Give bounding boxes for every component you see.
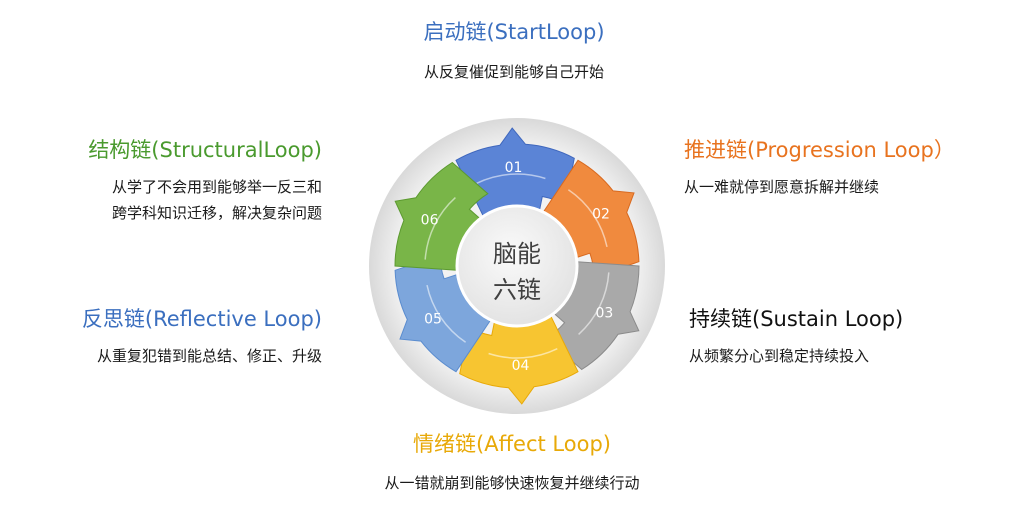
chain-title: 情绪链(Affect Loop) xyxy=(413,432,611,456)
center-label-line1: 脑能 xyxy=(493,240,541,268)
chain-desc: 从反复催促到能够自己开始 xyxy=(423,63,604,81)
chain-desc: 从一难就停到愿意拆解并继续 xyxy=(684,178,880,196)
chain-title: 结构链(StructuralLoop) xyxy=(88,138,322,162)
chain-desc: 从频繁分心到稳定持续投入 xyxy=(689,347,870,365)
segments-group: 01 02 03 04 05 06 xyxy=(394,127,640,405)
segment-number-06: 06 xyxy=(421,213,439,229)
segment-number-05: 05 xyxy=(424,312,442,328)
chain-title: 推进链(Progression Loop） xyxy=(684,138,955,162)
chain-progression: 推进链(Progression Loop） 从一难就停到愿意拆解并继续 xyxy=(684,136,955,200)
segment-number-04: 04 xyxy=(512,358,530,374)
center-label-line2: 六链 xyxy=(493,276,541,304)
chain-startloop: 启动链(StartLoop) 从反复催促到能够自己开始 xyxy=(364,18,664,85)
chain-desc: 跨学科知识迁移，解决复杂问题 xyxy=(111,204,322,222)
segment-04-highlight xyxy=(488,348,558,359)
chain-desc: 从一错就崩到能够快速恢复并继续行动 xyxy=(384,474,640,492)
segment-number-03: 03 xyxy=(595,306,613,322)
segment-06-highlight xyxy=(424,197,456,260)
segment-05-highlight xyxy=(426,284,467,343)
chain-title: 持续链(Sustain Loop) xyxy=(689,307,904,331)
chain-reflective: 反思链(Reflective Loop) 从重复犯错到能总结、修正、升级 xyxy=(20,305,322,369)
segment-number-01: 01 xyxy=(505,160,523,176)
chain-desc: 从学了不会用到能够举一反三和 xyxy=(111,178,322,196)
chain-structural: 结构链(StructuralLoop) 从学了不会用到能够举一反三和 跨学科知识… xyxy=(20,136,322,226)
chain-desc: 从重复犯错到能总结、修正、升级 xyxy=(96,347,322,365)
segment-number-02: 02 xyxy=(592,207,610,223)
segment-01-highlight xyxy=(476,173,546,184)
chain-affect: 情绪链(Affect Loop) 从一错就崩到能够快速恢复并继续行动 xyxy=(327,430,697,496)
segment-02-highlight xyxy=(567,189,608,248)
chain-title: 反思链(Reflective Loop) xyxy=(81,307,322,331)
chain-title: 启动链(StartLoop) xyxy=(423,20,605,44)
center-hub xyxy=(455,204,579,328)
segment-03-highlight xyxy=(578,272,610,335)
chain-sustain: 持续链(Sustain Loop) 从频繁分心到稳定持续投入 xyxy=(689,305,903,369)
